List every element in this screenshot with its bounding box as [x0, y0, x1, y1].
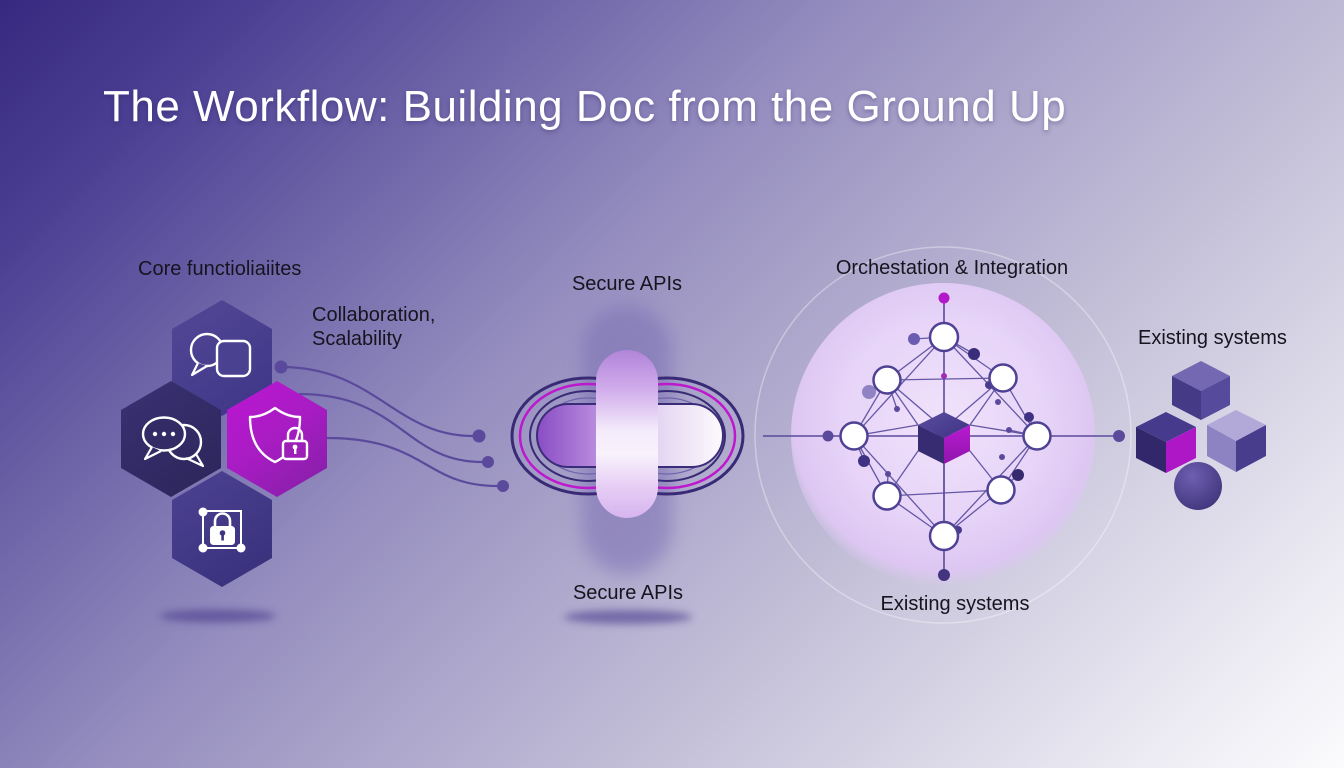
- hexagon-shield-lock: [227, 381, 327, 497]
- cube-top: [1172, 361, 1230, 420]
- central-cube: [918, 412, 970, 464]
- scalability-line: Scalability: [312, 328, 403, 350]
- mini-sphere: [1174, 462, 1222, 510]
- core-hexagon-cluster: [121, 300, 327, 587]
- chat-bubbles-icon: [141, 416, 205, 468]
- existing-systems-bottom-label: Existing systems: [880, 593, 1030, 615]
- orchestration-network: [839, 321, 1052, 552]
- secure-api-gateway: [510, 306, 745, 574]
- core-functionality-label: Core functioliaiites: [138, 258, 302, 280]
- collaboration-scalability-label: Collaboration, Scalability: [312, 303, 435, 351]
- cube-left: [1136, 412, 1196, 473]
- existing-systems-cubes: [1136, 361, 1266, 510]
- existing-systems-right-label: Existing systems: [1138, 327, 1287, 349]
- secure-apis-top-label: Secure APIs: [571, 273, 683, 295]
- network-nodes: [839, 321, 1052, 552]
- chat-with-square-icon: [189, 332, 252, 378]
- hex-to-gateway-connectors: [274, 360, 509, 492]
- lock-frame-icon: [198, 507, 246, 553]
- ground-shadows: [160, 609, 692, 624]
- orchestration-integration-label: Orchestation & Integration: [835, 257, 1069, 279]
- cube-right: [1207, 410, 1266, 472]
- halo-ring: [754, 246, 1132, 624]
- network-satellite-dots: [858, 333, 1034, 534]
- shield-lock-icon: [248, 406, 309, 464]
- gateway-vertical-capsule: [596, 350, 658, 518]
- page-title: The Workflow: Building Doc from the Grou…: [103, 82, 1067, 131]
- secure-apis-bottom-label: Secure APIs: [572, 582, 684, 604]
- collaboration-line: Collaboration,: [312, 304, 436, 326]
